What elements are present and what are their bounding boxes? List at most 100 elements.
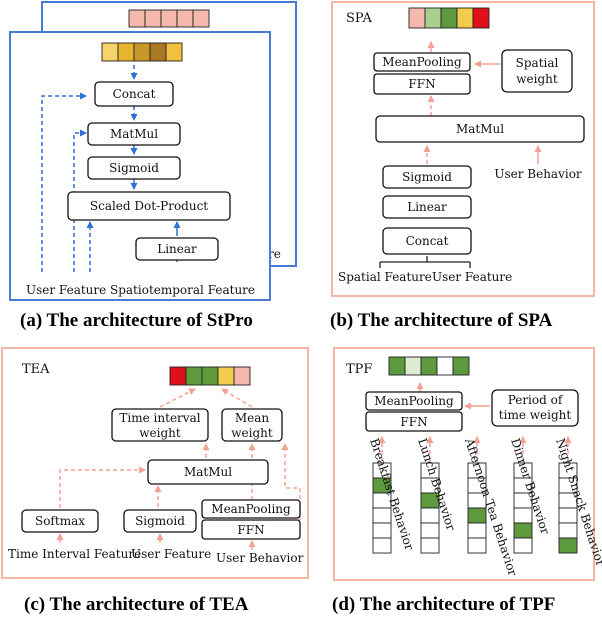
- vector-cell: [149, 42, 167, 62]
- linear-label: Linear: [157, 242, 197, 256]
- vector-cell: [440, 7, 458, 29]
- time-interval-weight-label-1: Time interval: [119, 411, 200, 425]
- matmul-box: [87, 122, 181, 146]
- input-user-behavior: User Behavior: [216, 551, 304, 565]
- ffn-box: [365, 411, 463, 432]
- period-time-weight-label-1: Period of: [508, 393, 564, 407]
- spatial-weight-box: [501, 49, 573, 93]
- behavior-cell: [420, 522, 440, 539]
- ffn-box: [201, 519, 301, 540]
- meanpooling-box: [365, 391, 463, 411]
- caption-c: (c) The architecture of TEA: [24, 594, 249, 615]
- vector-cell: [436, 356, 454, 376]
- matmul-box: [147, 459, 269, 485]
- vector-cell: [420, 356, 438, 376]
- ffn-label: FFN: [400, 415, 427, 429]
- panel-a-back-text: re: [268, 247, 281, 261]
- sigmoid-box: [382, 165, 472, 189]
- sigmoid-box: [123, 509, 197, 533]
- meanpooling-label: MeanPooling: [374, 394, 454, 408]
- vector-cell: [165, 42, 183, 62]
- time-interval-weight-label-2: weight: [139, 426, 181, 440]
- input-user-feature: User Feature: [432, 270, 512, 284]
- period-time-weight-label-2: time weight: [499, 408, 572, 422]
- input-user-feature: User Feature: [26, 283, 106, 297]
- vector-cell: [169, 366, 187, 386]
- vector-cell: [404, 356, 422, 376]
- input-user-feature: User Feature: [131, 547, 211, 561]
- ffn-label: FFN: [408, 77, 435, 91]
- vector-cell: [201, 366, 219, 386]
- behavior-cell: [372, 507, 392, 524]
- vector-cell: [117, 42, 135, 62]
- matmul-label: MatMul: [456, 122, 504, 136]
- vector-cell: [456, 7, 474, 29]
- scaled-dot-product-box: [67, 191, 231, 221]
- behavior-cell: [372, 522, 392, 539]
- panel-b-title: SPA: [346, 11, 372, 26]
- input-time-interval-feature: Time Interval Feature: [8, 547, 141, 561]
- arrow: [59, 466, 146, 508]
- matmul-label: MatMul: [184, 465, 232, 479]
- panel-c: TEA Time interval weight Mean weight Mat…: [1, 347, 309, 615]
- concat-label: Concat: [113, 87, 156, 101]
- softmax-label: Softmax: [35, 514, 85, 528]
- sigmoid-box: [87, 156, 181, 180]
- panel-b-output-vector: [408, 7, 490, 29]
- caption-a: (a) The architecture of StPro: [20, 310, 253, 331]
- panel-b: SPA MeanPooling FFN Spatial weight MatMu…: [330, 1, 595, 331]
- vector-cell: [192, 9, 210, 28]
- period-time-weight-box: [491, 389, 579, 427]
- meanpooling-label: MeanPooling: [382, 55, 462, 69]
- vector-cell: [176, 9, 194, 28]
- user-behavior-label: User Behavior: [494, 167, 582, 181]
- vector-cell: [128, 9, 146, 28]
- caption-b: (b) The architecture of SPA: [330, 310, 553, 331]
- panel-c-title: TEA: [22, 362, 50, 377]
- sigmoid-label: Sigmoid: [402, 170, 452, 184]
- panel-c-output-vector: [169, 366, 251, 386]
- vector-cell: [217, 366, 235, 386]
- behavior-cell: [513, 522, 533, 539]
- behavior-cell: [467, 522, 487, 539]
- spatial-weight-label-1: Spatial: [516, 56, 559, 70]
- concat-label: Concat: [406, 234, 449, 248]
- mean-weight-box: [221, 408, 283, 442]
- arrow: [41, 92, 87, 272]
- panel-a: re Concat MatMul Sigmoid Scaled Dot-Prod…: [9, 1, 297, 331]
- spatial-weight-label-2: weight: [516, 72, 558, 86]
- vector-cell: [388, 356, 406, 376]
- panel-d-title: TPF: [346, 362, 372, 377]
- input-spatial-feature: Spatial Feature: [338, 270, 432, 284]
- linear-box: [382, 195, 472, 219]
- behavior-cell: [513, 537, 533, 554]
- vector-cell: [424, 7, 442, 29]
- scaled-dot-product-label: Scaled Dot-Product: [90, 199, 208, 213]
- vector-cell: [160, 9, 178, 28]
- behavior-cell: [420, 537, 440, 554]
- linear-box: [135, 237, 219, 261]
- ffn-label: FFN: [237, 523, 264, 537]
- arrow: [221, 388, 253, 408]
- sigmoid-label: Sigmoid: [135, 514, 185, 528]
- behavior-cell: [513, 507, 533, 524]
- panel-d: TPF MeanPooling FFN Period of time weigh…: [332, 347, 602, 615]
- behavior-cell: [420, 507, 440, 524]
- behavior-cell: [558, 522, 578, 539]
- concat-box: [382, 227, 472, 255]
- matmul-label: MatMul: [110, 127, 158, 141]
- mean-weight-label-1: Mean: [235, 411, 270, 425]
- arrow: [73, 129, 87, 272]
- vector-cell: [408, 7, 426, 29]
- behavior-cell: [558, 537, 578, 554]
- time-interval-weight-box: [111, 408, 209, 442]
- vector-cell: [472, 7, 490, 29]
- vector-cell: [452, 356, 470, 376]
- panel-a-back-vector: [128, 9, 210, 28]
- panel-a-output-vector: [101, 42, 183, 62]
- meanpooling-label: MeanPooling: [211, 502, 291, 516]
- behavior-cell: [372, 537, 392, 554]
- behavior-cell: [558, 507, 578, 524]
- sigmoid-label: Sigmoid: [109, 161, 159, 175]
